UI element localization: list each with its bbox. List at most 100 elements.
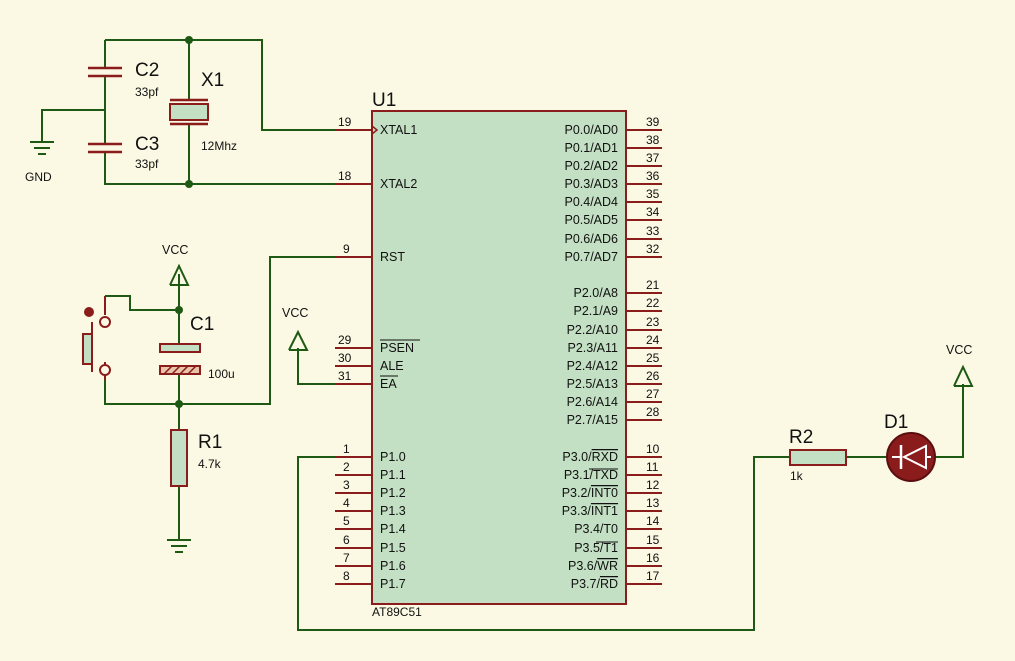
junction-dot xyxy=(175,400,183,408)
pin-number: 8 xyxy=(343,569,350,583)
c1-value: 100u xyxy=(208,367,235,381)
pin-number: 23 xyxy=(646,315,660,329)
left-pins: 19 XTAL1 18 XTAL2 9 RST 29 PSEN 30 ALE 3… xyxy=(335,115,420,591)
pin-label: P0.1/AD1 xyxy=(564,141,618,155)
pin-label: P1.4 xyxy=(380,522,406,536)
pin-number: 22 xyxy=(646,296,660,310)
pin-number: 24 xyxy=(646,333,660,347)
pin-number: 4 xyxy=(343,496,350,510)
pin-label: P2.2/A10 xyxy=(567,323,618,337)
pin-number: 35 xyxy=(646,187,660,201)
vcc-symbol-ea[interactable]: VCC xyxy=(282,306,309,351)
ground-symbol-reset[interactable] xyxy=(167,539,191,553)
button-knob-icon xyxy=(84,307,94,317)
crystal-x1[interactable]: X1 12Mhz xyxy=(169,70,237,153)
r2-ref: R2 xyxy=(789,427,813,448)
c1-ref: C1 xyxy=(190,314,214,335)
pin-number: 39 xyxy=(646,115,660,129)
pin-number: 25 xyxy=(646,351,660,365)
vcc-symbol-reset[interactable]: VCC xyxy=(162,243,190,288)
pin-label: P3.3/INT1 xyxy=(562,504,618,518)
pin-number: 28 xyxy=(646,405,660,419)
resistor-r2[interactable]: R2 1k xyxy=(789,427,847,483)
pin-number: 26 xyxy=(646,369,660,383)
junction-dot xyxy=(175,306,183,314)
pin-number: 19 xyxy=(338,115,352,129)
pin-number: 11 xyxy=(646,460,659,474)
pin-label: PSEN xyxy=(380,341,414,355)
pin-label: XTAL2 xyxy=(380,177,417,191)
pin-number: 34 xyxy=(646,205,660,219)
r1-ref: R1 xyxy=(198,432,222,453)
pin-label: XTAL1 xyxy=(380,123,417,137)
resistor-r1[interactable]: R1 4.7k xyxy=(170,429,222,487)
pin-label: RST xyxy=(380,250,405,264)
pin-number: 36 xyxy=(646,169,660,183)
pin-number: 18 xyxy=(338,169,352,183)
pin-label: P2.6/A14 xyxy=(567,395,618,409)
r1-value: 4.7k xyxy=(198,457,222,471)
vcc-label: VCC xyxy=(946,343,972,357)
pin-number: 14 xyxy=(646,514,660,528)
capacitor-c2[interactable]: C2 33pf xyxy=(88,60,159,99)
pin-number: 7 xyxy=(343,551,350,565)
pin-label: P3.4/T0 xyxy=(574,522,618,536)
pin-number: 21 xyxy=(646,278,660,292)
pin-number: 38 xyxy=(646,133,660,147)
pin-label: P1.7 xyxy=(380,577,406,591)
gnd-label: GND xyxy=(25,170,52,184)
pin-label: P2.7/A15 xyxy=(567,413,618,427)
pin-number: 3 xyxy=(343,478,350,492)
u1-ref: U1 xyxy=(372,90,396,111)
pin-label: P0.4/AD4 xyxy=(564,195,618,209)
pin-label: P0.7/AD7 xyxy=(564,250,618,264)
pin-number: 15 xyxy=(646,533,660,547)
pin-number: 29 xyxy=(338,333,352,347)
pin-label: P0.2/AD2 xyxy=(564,159,618,173)
pin-number: 30 xyxy=(338,351,352,365)
pin-label: P1.6 xyxy=(380,559,406,573)
vcc-symbol-led[interactable]: VCC xyxy=(946,343,974,387)
vcc-label: VCC xyxy=(282,306,308,320)
microcontroller-u1[interactable]: U1 AT89C51 19 XTAL1 18 XTAL2 9 RST 29 PS… xyxy=(335,90,662,619)
pin-number: 37 xyxy=(646,151,660,165)
pin-label: P3.0/RXD xyxy=(562,450,618,464)
pin-label: P1.1 xyxy=(380,468,406,482)
pin-number: 13 xyxy=(646,496,660,510)
pin-number: 5 xyxy=(343,514,350,528)
d1-ref: D1 xyxy=(884,412,908,433)
pin-number: 1 xyxy=(343,442,350,456)
pin-label: P3.7/RD xyxy=(571,577,618,591)
pin-label: P3.5/T1 xyxy=(574,541,618,555)
pin-label: P1.0 xyxy=(380,450,406,464)
junction-dot xyxy=(185,36,193,44)
clock-input-icon xyxy=(371,125,379,135)
capacitor-c1[interactable]: C1 100u xyxy=(159,314,235,381)
right-pins: 39 P0.0/AD0 38 P0.1/AD1 37 P0.2/AD2 36 P… xyxy=(562,115,662,591)
led-d1[interactable]: D1 xyxy=(884,412,936,482)
c2-value: 33pf xyxy=(135,85,159,99)
x1-ref: X1 xyxy=(201,70,224,91)
ea-vcc-wire xyxy=(297,348,340,385)
reset-push-button[interactable] xyxy=(82,296,111,380)
pin-number: 2 xyxy=(343,460,350,474)
oscillator-wires xyxy=(41,39,340,185)
pin-label: P3.2/INT0 xyxy=(562,486,618,500)
vcc-label: VCC xyxy=(162,243,188,257)
u1-part: AT89C51 xyxy=(372,605,422,619)
ground-symbol-gnd[interactable]: GND xyxy=(25,141,54,184)
x1-value: 12Mhz xyxy=(201,139,237,153)
pin-number: 9 xyxy=(343,242,350,256)
pin-label: ALE xyxy=(380,359,404,373)
pin-label: P3.6/WR xyxy=(568,559,618,573)
pin-label: P2.1/A9 xyxy=(574,304,619,318)
pin-label: P1.5 xyxy=(380,541,406,555)
junction-dot xyxy=(185,180,193,188)
pin-number: 17 xyxy=(646,569,660,583)
pin-label: P0.3/AD3 xyxy=(564,177,618,191)
pin-label: P0.5/AD5 xyxy=(564,213,618,227)
c2-ref: C2 xyxy=(135,60,159,81)
pin-label: P0.0/AD0 xyxy=(564,123,618,137)
capacitor-c3[interactable]: C3 33pf xyxy=(88,134,159,171)
